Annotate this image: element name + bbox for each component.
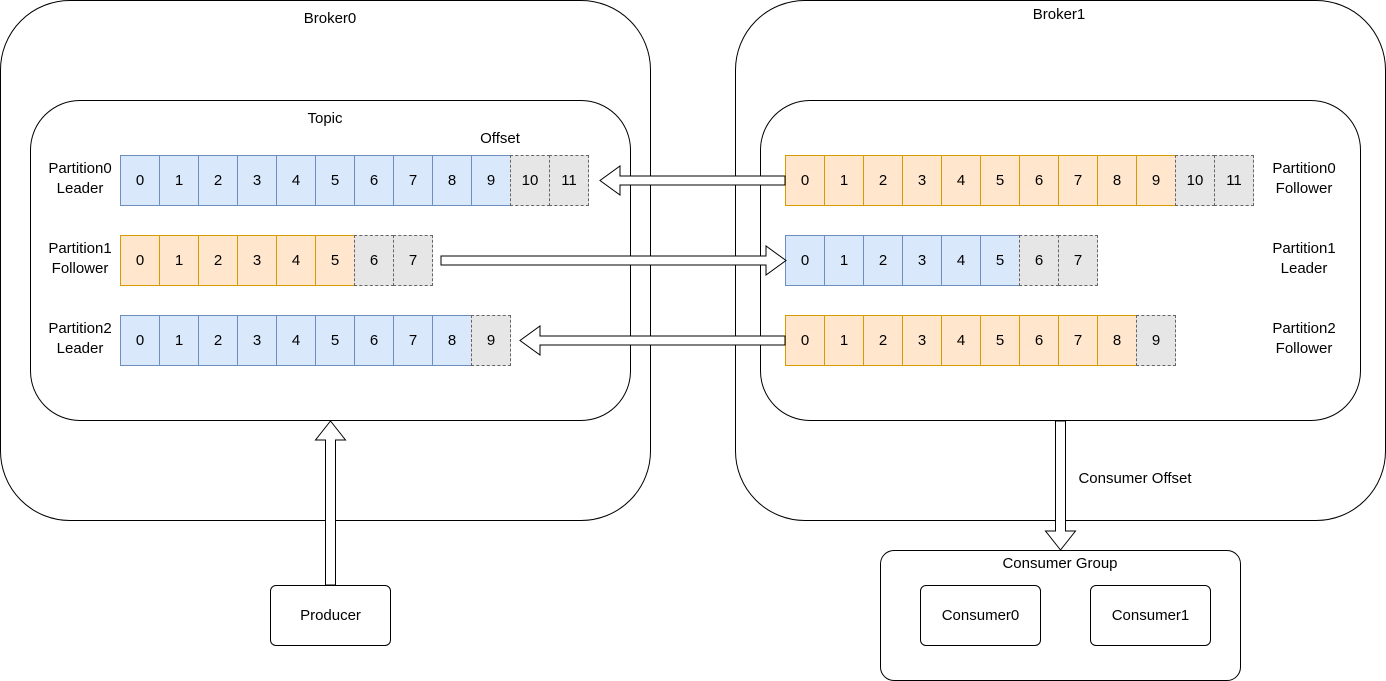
- partition-name: Partition2: [48, 320, 112, 337]
- log-cell: 2: [198, 235, 238, 286]
- broker0-title: Broker0: [303, 10, 357, 27]
- partition-name: Partition2: [1272, 320, 1336, 337]
- pending-log-cell: 9: [1136, 315, 1176, 366]
- partition-role: Follower: [1275, 180, 1333, 197]
- log-cell: 8: [432, 155, 472, 206]
- log-cell: 1: [159, 315, 199, 366]
- offset-label: Offset: [480, 130, 520, 147]
- log-cell: 8: [432, 315, 472, 366]
- log-cell: 3: [902, 315, 942, 366]
- consumer1-box[interactable]: Consumer1: [1090, 585, 1211, 646]
- consumer-offset-arrow: [1044, 420, 1077, 551]
- log-cell: 7: [1058, 155, 1098, 206]
- log-cell: 4: [941, 155, 981, 206]
- replication-arrow-partition0: [599, 165, 786, 196]
- log-cell: 6: [1019, 315, 1059, 366]
- topic-title: Topic: [307, 110, 343, 127]
- log-cell: 1: [824, 155, 864, 206]
- broker0-partition1-label: Partition1 Follower: [40, 239, 120, 279]
- log-cell: 4: [276, 155, 316, 206]
- consumer-group-title: Consumer Group: [1002, 555, 1118, 572]
- log-cell: 2: [198, 315, 238, 366]
- log-cell: 5: [315, 155, 355, 206]
- pending-log-cell: 9: [471, 315, 511, 366]
- log-cell: 6: [354, 315, 394, 366]
- replication-arrow-partition1: [440, 245, 787, 276]
- log-cell: 3: [237, 235, 277, 286]
- log-cell: 9: [471, 155, 511, 206]
- broker1-partition2-label: Partition2 Follower: [1264, 319, 1344, 359]
- partition-name: Partition1: [48, 240, 112, 257]
- partition-role: Leader: [56, 340, 104, 357]
- broker1-title: Broker1: [1032, 6, 1086, 23]
- partition-name: Partition0: [1272, 160, 1336, 177]
- log-cell: 5: [315, 235, 355, 286]
- log-cell: 2: [863, 235, 903, 286]
- broker0-partition2-label: Partition2 Leader: [40, 319, 120, 359]
- consumer1-label: Consumer1: [1111, 607, 1190, 624]
- pending-log-cell: 6: [354, 235, 394, 286]
- producer-arrow: [314, 420, 347, 586]
- consumer-offset-label: Consumer Offset: [1078, 470, 1192, 487]
- log-cell: 0: [785, 235, 825, 286]
- consumer0-label: Consumer0: [941, 607, 1020, 624]
- producer-label: Producer: [300, 607, 361, 624]
- log-cell: 3: [237, 155, 277, 206]
- partition-role: Follower: [1275, 340, 1333, 357]
- partition-role: Follower: [51, 260, 109, 277]
- log-cell: 5: [980, 315, 1020, 366]
- log-cell: 3: [902, 155, 942, 206]
- log-cell: 3: [237, 315, 277, 366]
- pending-log-cell: 7: [1058, 235, 1098, 286]
- pending-log-cell: 7: [393, 235, 433, 286]
- pending-log-cell: 11: [1214, 155, 1254, 206]
- partition-name: Partition0: [48, 160, 112, 177]
- pending-log-cell: 10: [510, 155, 550, 206]
- partition-role: Leader: [56, 180, 104, 197]
- log-cell: 4: [941, 235, 981, 286]
- broker1-partition1-label: Partition1 Leader: [1264, 239, 1344, 279]
- log-cell: 1: [824, 235, 864, 286]
- producer-box[interactable]: Producer: [270, 585, 391, 646]
- broker0-partition0-label: Partition0 Leader: [40, 159, 120, 199]
- log-cell: 1: [824, 315, 864, 366]
- pending-log-cell: 11: [549, 155, 589, 206]
- log-cell: 7: [393, 155, 433, 206]
- log-cell: 6: [354, 155, 394, 206]
- log-cell: 3: [902, 235, 942, 286]
- log-cell: 0: [785, 315, 825, 366]
- consumer0-box[interactable]: Consumer0: [920, 585, 1041, 646]
- log-cell: 4: [276, 235, 316, 286]
- pending-log-cell: 10: [1175, 155, 1215, 206]
- partition-role: Leader: [1280, 260, 1328, 277]
- replication-arrow-partition2: [519, 325, 786, 356]
- broker1-partition0-label: Partition0 Follower: [1264, 159, 1344, 199]
- log-cell: 8: [1097, 155, 1137, 206]
- partition-name: Partition1: [1272, 240, 1336, 257]
- log-cell: 9: [1136, 155, 1176, 206]
